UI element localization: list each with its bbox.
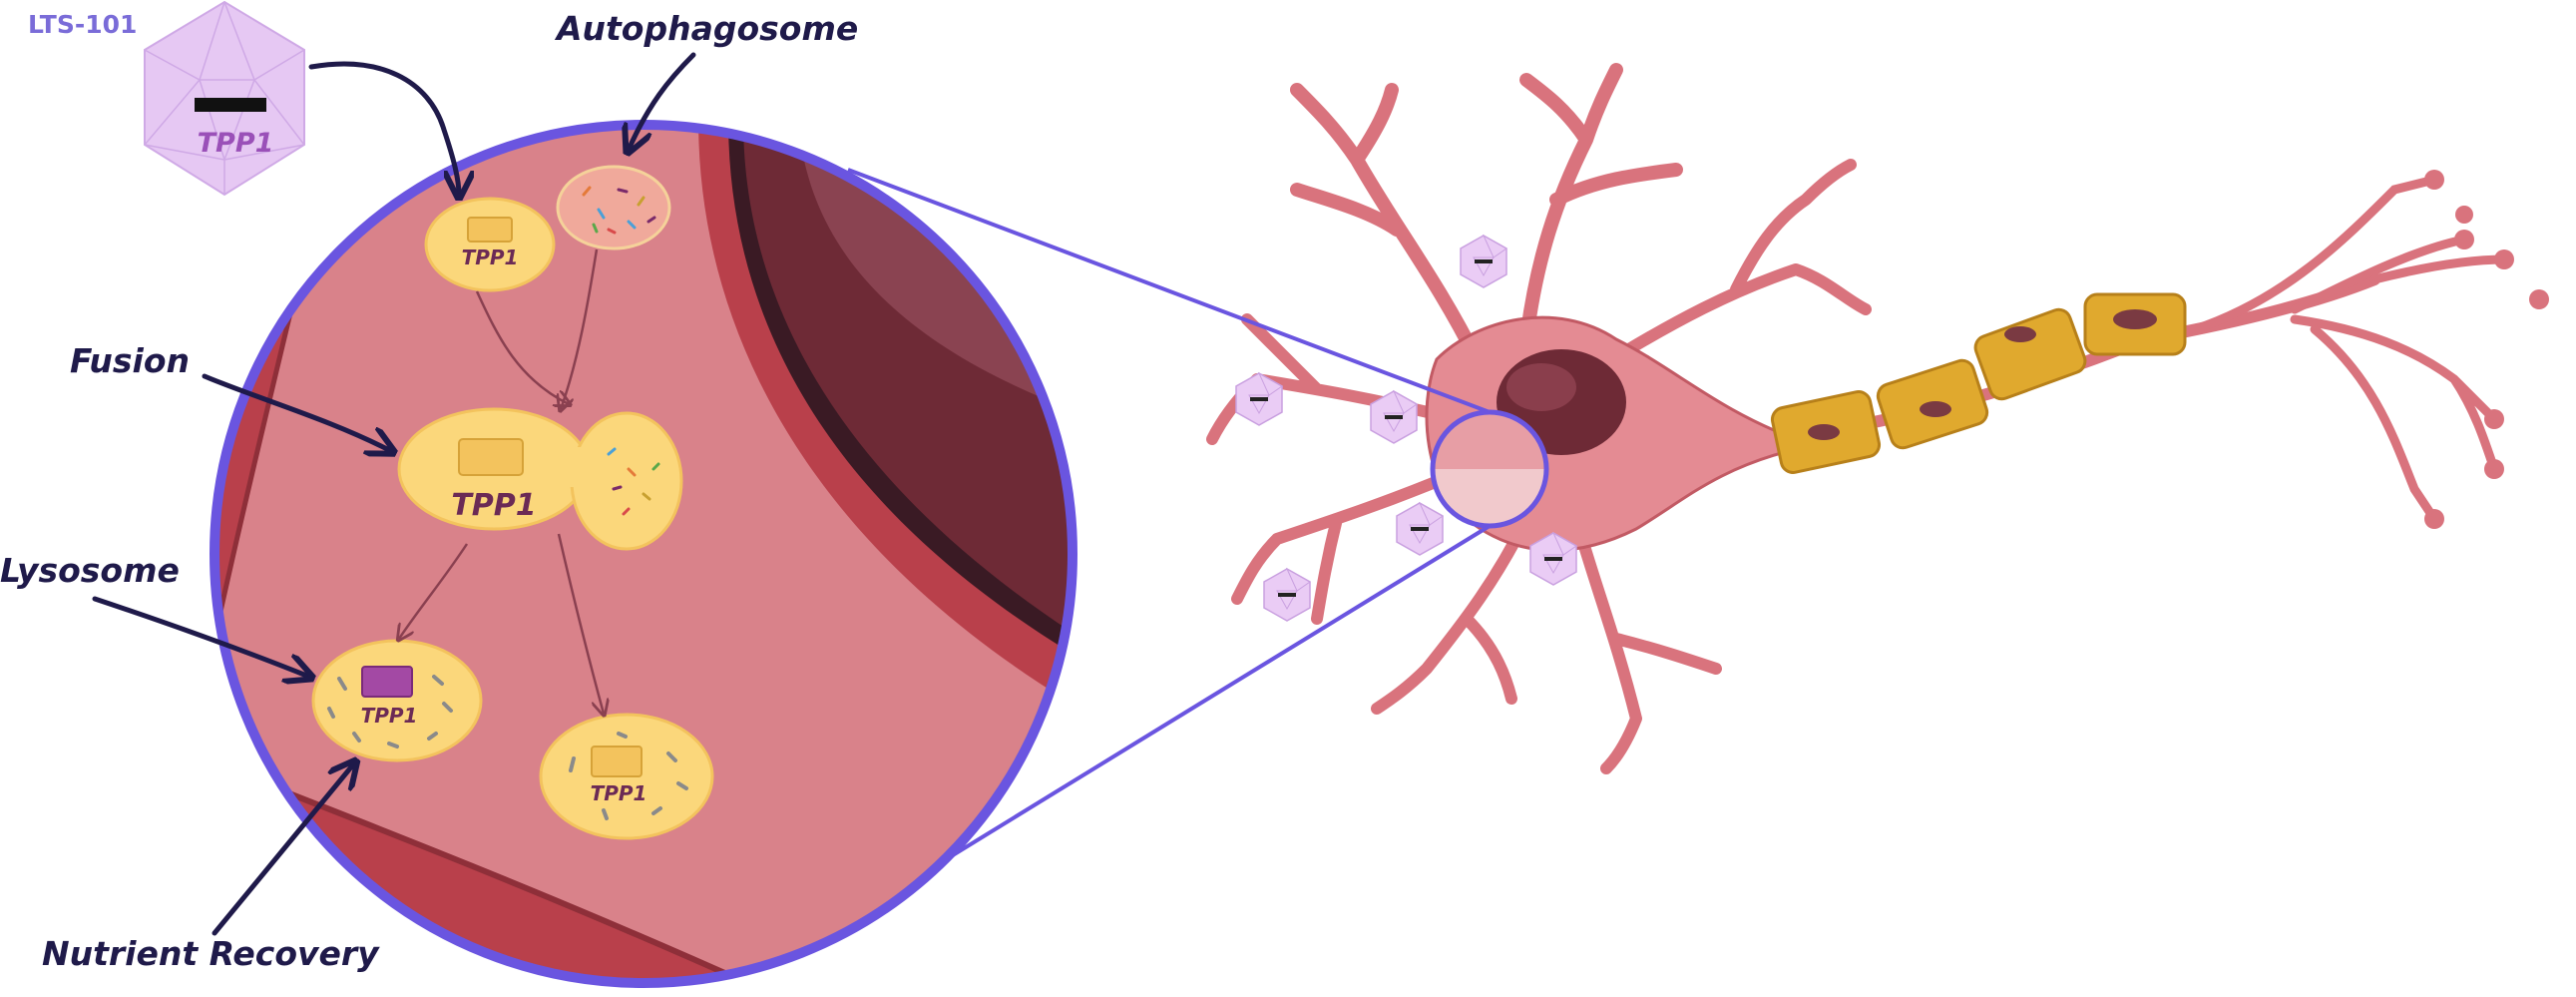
axon-terminals [2190,175,2509,524]
lysosome-vesicle-2: TPP1 [539,713,714,840]
zoom-lines [847,168,1492,860]
tpp1-endosome: TPP1 [424,197,556,292]
pathway-arrows [399,249,604,714]
tpp1-label-fusion: TPP1 [451,488,536,523]
myelin-sheath-icon [1770,292,2187,474]
autophagosome-vesicle [556,165,671,250]
aav-capsid-icon: TPP1 [144,0,305,197]
tpp1-label-lysosome: TPP1 [361,704,418,728]
neuron [1206,63,2549,774]
autophagosome-label: Autophagosome [554,9,858,48]
fusion-vesicle: TPP1 [397,407,683,551]
lysosome-label: Lysosome [0,551,180,590]
axon-terminal-bulbs [2424,170,2549,529]
tpp1-label-virus: TPP1 [198,128,274,159]
magnifier-lens-icon [1430,409,1549,529]
zoomed-cytoplasm-lens: TPP1 TPP1 TPP1 [210,120,1077,988]
fusion-label: Fusion [70,341,190,380]
tpp1-label-lysosome-2: TPP1 [591,781,647,805]
lysosome-vesicle: TPP1 [311,639,483,762]
tpp1-label-endosome: TPP1 [462,246,519,269]
label-arrows [92,52,696,936]
nutrient-recovery-label: Nutrient Recovery [42,934,380,973]
vector-name-label: LTS-101 [28,10,137,39]
